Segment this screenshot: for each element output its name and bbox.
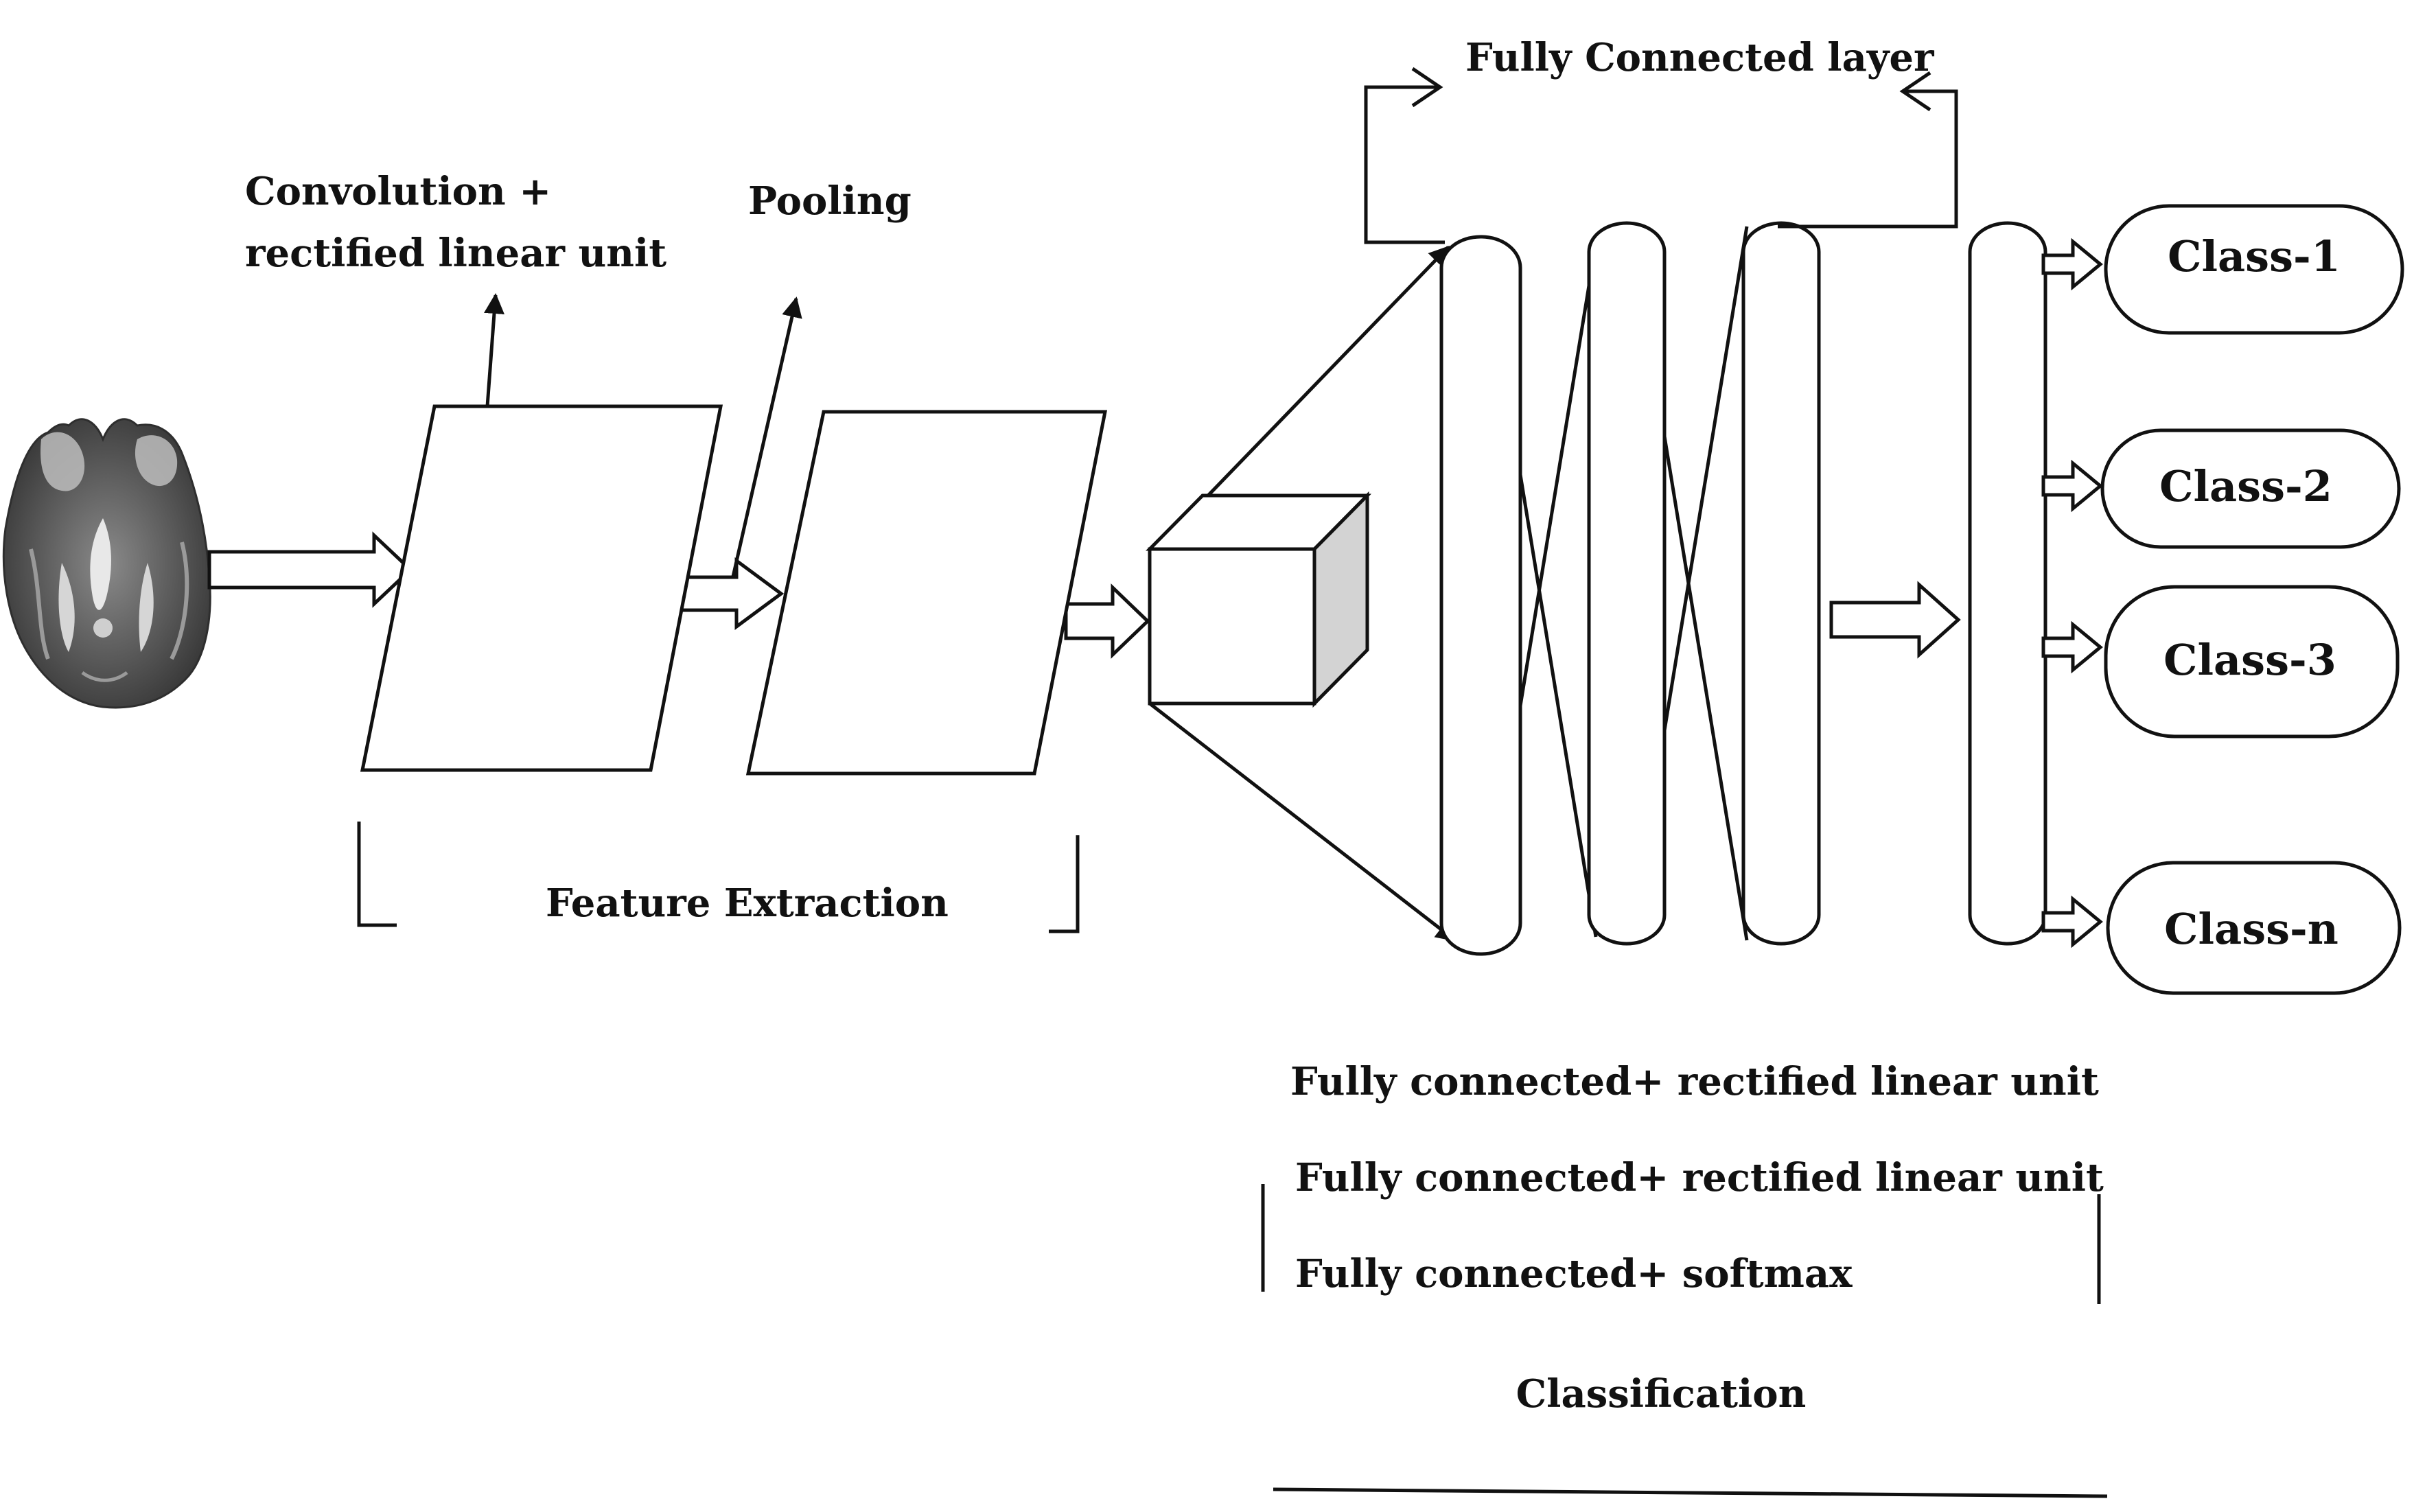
fc-softmax-label: Fully connected+ softmax: [1295, 1251, 1853, 1296]
class-2-arrow: [2041, 459, 2103, 513]
fc-to-output-arrow: [1829, 581, 1961, 659]
pooling-label-arrow: [731, 296, 802, 577]
class-3-label: Class-3: [2163, 635, 2336, 685]
class-n-box: [2106, 861, 2402, 995]
pool-to-cube-arrow: [1064, 583, 1150, 659]
class-1-arrow: [2041, 237, 2103, 291]
fc-relu-label-1: Fully connected+ rectified linear unit: [1290, 1059, 2099, 1104]
pooling-label: Pooling: [748, 178, 912, 224]
input-arrow: [207, 531, 413, 608]
class-1-label: Class-1: [2168, 231, 2341, 281]
cube-to-fc-top-arrow: [1207, 245, 1450, 497]
fc-layer-3: [1741, 221, 1821, 946]
feature-cube: [1146, 491, 1371, 708]
class-2-label: Class-2: [2159, 461, 2332, 511]
fc-layer-1: [1439, 235, 1522, 956]
fully-connected-layer-label: Fully Connected layer: [1465, 35, 1935, 80]
fc-bracket-right-head: [1899, 71, 1931, 112]
convolution-feature-map: [360, 404, 723, 772]
fc-bracket-left-head: [1411, 67, 1443, 108]
fc-bracket-left: [1364, 85, 1445, 244]
class-3-arrow: [2041, 620, 2103, 674]
cube-to-fc-bottom-arrow: [1148, 702, 1457, 942]
conv-to-pool-arrow: [680, 557, 785, 630]
class-n-label: Class-n: [2164, 904, 2338, 954]
feature-extraction-label: Feature Extraction: [546, 881, 949, 926]
convolution-label-line2: rectified linear unit: [245, 231, 666, 276]
convolution-label-line1: Convolution +: [245, 169, 551, 214]
fc-relu-label-2: Fully connected+ rectified linear unit: [1295, 1155, 2104, 1200]
class-2-box: [2100, 428, 2401, 549]
class-1-box: [2104, 204, 2404, 335]
pooling-feature-map: [745, 410, 1108, 776]
class-3-box: [2104, 585, 2400, 738]
fc-bracket-right: [1778, 89, 1958, 229]
feature-extraction-bracket-right: [1049, 835, 1080, 933]
convolution-label-arrow: [484, 293, 504, 407]
brain-mri-image: [2, 418, 211, 709]
output-layer: [1968, 221, 2047, 946]
feature-extraction-bracket-left: [357, 822, 397, 927]
class-n-arrow: [2041, 895, 2103, 949]
classification-baseline: [1273, 1487, 2108, 1498]
fc-layers: [1439, 221, 2047, 956]
classification-label: Classification: [1516, 1371, 1807, 1417]
fc-layer-2: [1587, 221, 1667, 946]
